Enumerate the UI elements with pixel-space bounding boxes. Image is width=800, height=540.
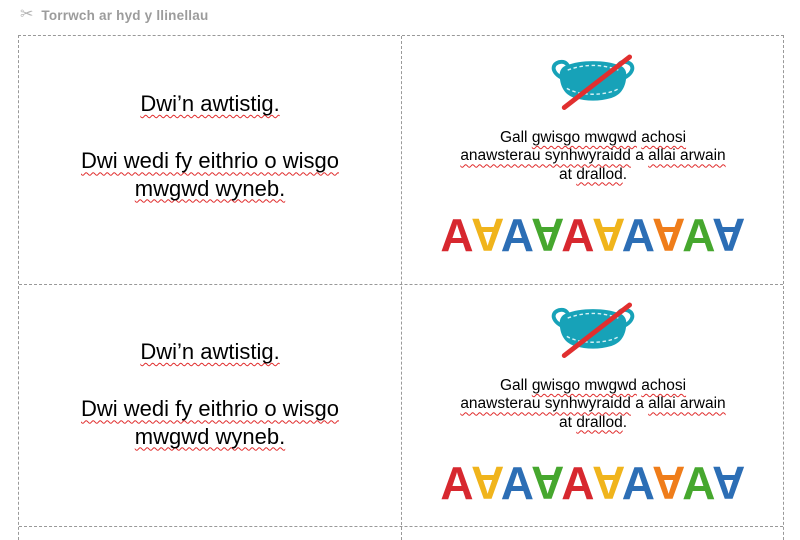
cut-instruction-label: Torrwch ar hyd y llinellau [41,7,209,23]
card-text-line: at drallod. [558,165,628,183]
card-text-line: Gall gwisgo mwgwd achosi [499,377,687,394]
card-text-line: Gall gwisgo mwgwd achosi [499,129,687,146]
card-text-line: Dwi’n awtistig. [140,339,280,364]
card-text-line: at drallod. [558,413,628,431]
no-mask-icon [545,53,641,115]
cut-line-horizontal-1 [19,284,783,285]
card-text-line: anawsterau synhwyraidd a allai arwain [460,395,726,413]
exemption-text-card: Dwi’n awtistig. Dwi wedi fy eithrio o wi… [19,284,401,526]
mask-info-card: Gall gwisgo mwgwd achosi anawsterau synh… [401,284,785,526]
card-text-line: Dwi wedi fy eithrio o wisgo [81,396,339,422]
cut-line-horizontal-2 [19,526,783,527]
card-text-line: mwgwd wyneb. [134,175,286,201]
card-text-paragraph: Dwi wedi fy eithrio o wisgo mwgwd wyneb. [81,147,339,202]
exemption-text-card: Dwi’n awtistig. Dwi wedi fy eithrio o wi… [19,36,401,284]
card-text-line: anawsterau synhwyraidd a allai arwain [460,147,726,165]
cut-instruction: ✂ Torrwch ar hyd y llinellau [20,7,208,23]
card-text-line: Dwi wedi fy eithrio o wisgo [81,148,339,174]
card-sheet: Dwi’n awtistig. Dwi wedi fy eithrio o wi… [18,35,784,540]
autism-charity-logo: AAAAAAAAAA [440,208,746,261]
card-text-line: Dwi’n awtistig. [140,91,280,116]
mask-warning-text: Gall gwisgo mwgwd achosi anawsterau synh… [460,129,725,184]
no-mask-icon [545,301,641,363]
scissors-icon: ✂ [20,6,34,23]
card-text-line: mwgwd wyneb. [134,423,286,449]
card-text-paragraph: Dwi wedi fy eithrio o wisgo mwgwd wyneb. [81,395,339,450]
cut-line-vertical [401,36,402,540]
autism-charity-logo: AAAAAAAAAA [440,456,746,509]
mask-info-card: Gall gwisgo mwgwd achosi anawsterau synh… [401,36,785,284]
mask-warning-text: Gall gwisgo mwgwd achosi anawsterau synh… [460,377,725,432]
